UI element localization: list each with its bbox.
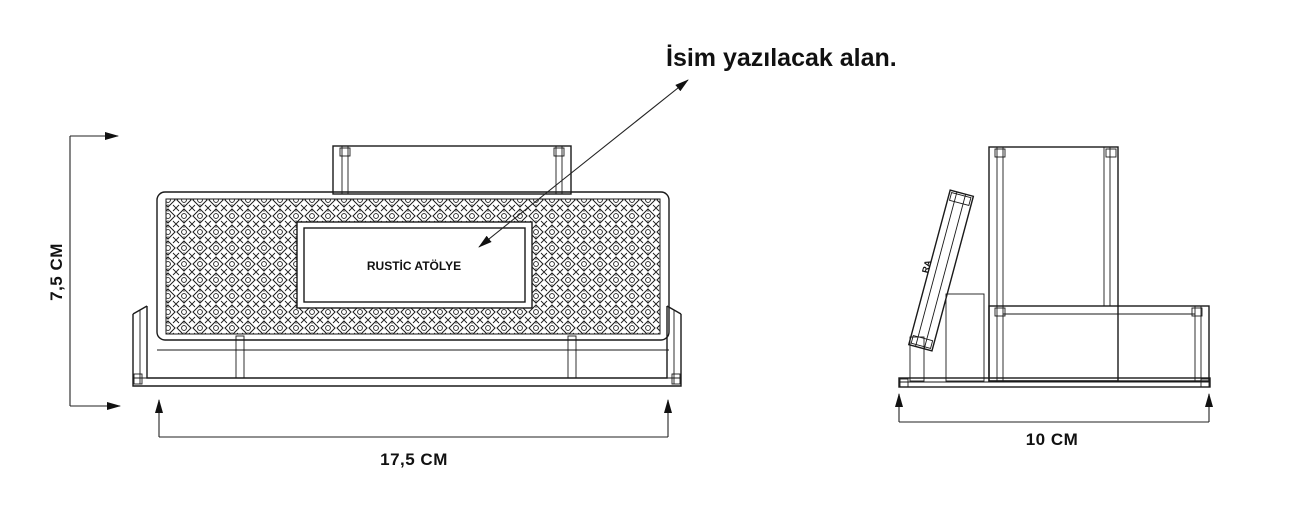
name-engraving-area: RUSTİC ATÖLYE (296, 221, 533, 309)
side-low-compartment (988, 305, 1210, 382)
annotation-text: İsim yazılacak alan. (666, 44, 897, 72)
height-label: 7,5 CM (47, 243, 66, 301)
front-back-holder (332, 145, 572, 195)
plate-text: RA (920, 259, 933, 275)
side-tall-compartment (988, 146, 1119, 382)
front-view: RUSTİC ATÖLYE 7,5 CM (47, 79, 689, 469)
front-base-tray (132, 305, 682, 387)
side-base (898, 377, 1211, 388)
side-support-block (945, 293, 985, 382)
side-tilted-plate: RA (907, 189, 975, 352)
width-dimension: 17,5 CM (155, 399, 672, 469)
depth-dimension: 10 CM (895, 393, 1213, 449)
side-plate-foot (909, 336, 925, 382)
side-view: RA 10 CM (895, 146, 1213, 449)
brand-text: RUSTİC ATÖLYE (367, 258, 461, 273)
height-dimension: 7,5 CM (47, 132, 121, 410)
annotation-leader (478, 79, 689, 248)
depth-label: 10 CM (1026, 430, 1079, 449)
width-label: 17,5 CM (380, 450, 448, 469)
